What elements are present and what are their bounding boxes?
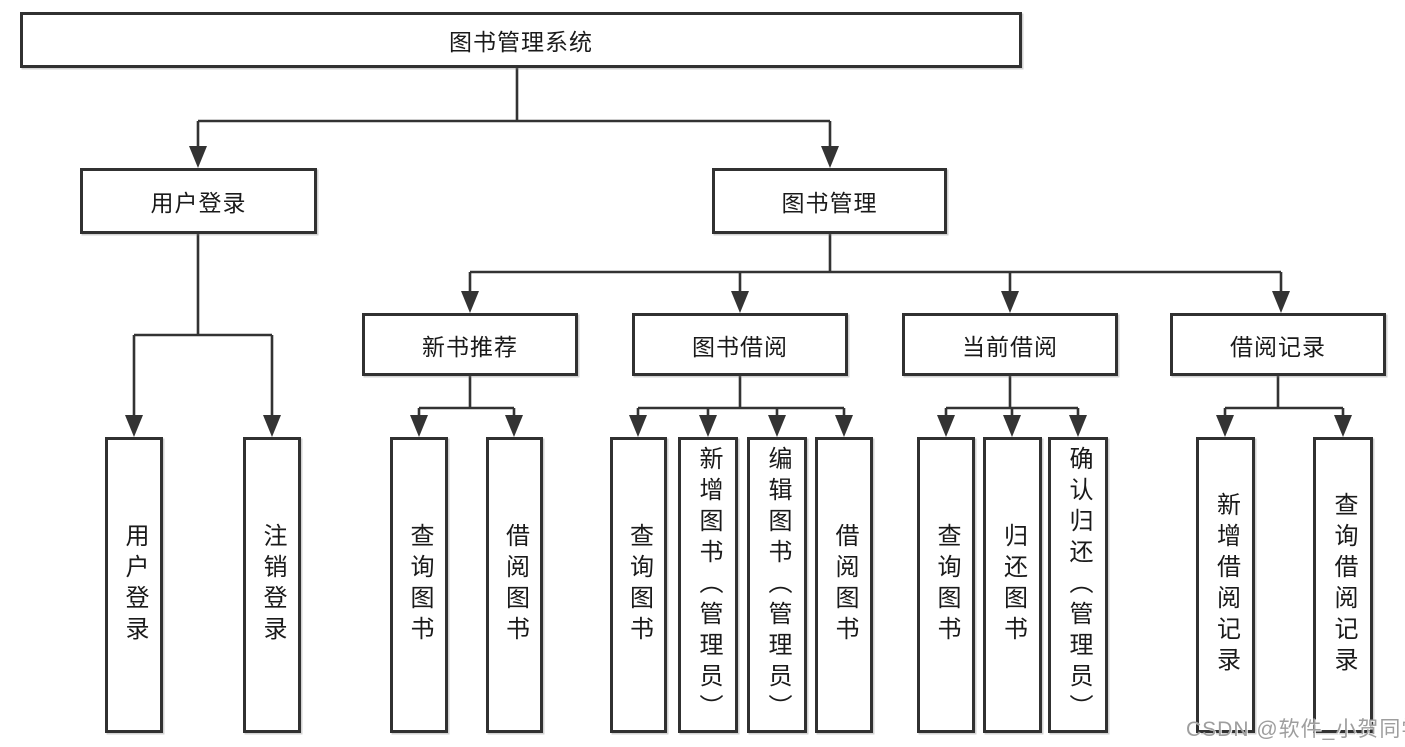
leaf-query-books-current: 查询图书 [917,437,975,733]
leaf-add-books-admin: 新增图书（管理员） [678,437,738,733]
leaf-confirm-return-admin: 确认归还（管理员） [1048,437,1108,733]
leaf-query-books-borrow: 查询图书 [610,437,667,733]
node-root: 图书管理系统 [20,12,1022,68]
node-label: 当前借阅 [962,333,1058,360]
node-label: 图书管理 [781,190,878,216]
node-label: 借阅图书 [501,523,529,647]
node-label: 用户登录 [121,523,148,647]
node-label: 图书借阅 [692,333,788,360]
leaf-add-borrow-record: 新增借阅记录 [1196,437,1255,733]
node-new-book-recommend: 新书推荐 [362,313,578,376]
node-book-management: 图书管理 [712,168,947,234]
leaf-borrow-books: 借阅图书 [815,437,873,733]
node-book-borrow: 图书借阅 [632,313,848,376]
node-label: 编辑图书（管理员） [764,445,791,725]
node-label: 查询图书 [406,523,433,647]
leaf-edit-books-admin: 编辑图书（管理员） [747,437,807,733]
csdn-watermark: CSDN @软件_小贺同学 [1186,718,1405,741]
leaf-return-books: 归还图书 [983,437,1042,733]
node-label: 新增图书（管理员） [695,445,722,725]
node-current-borrow: 当前借阅 [902,313,1118,376]
node-user-login: 用户登录 [80,168,317,234]
node-label: 归还图书 [999,523,1027,647]
node-label: 新增借阅记录 [1212,492,1240,678]
leaf-query-borrow-record: 查询借阅记录 [1313,437,1373,733]
leaf-logout: 注销登录 [243,437,301,733]
node-label: 查询图书 [625,523,653,647]
node-label: 查询借阅记录 [1330,492,1357,678]
node-label: 图书管理系统 [449,29,593,55]
node-label: 确认归还（管理员） [1065,445,1092,725]
node-label: 借阅图书 [831,523,858,647]
node-borrow-records: 借阅记录 [1170,313,1386,376]
node-label: 新书推荐 [422,333,518,360]
arrowhead-icons [125,146,1352,437]
node-label: 借阅记录 [1230,333,1326,360]
leaf-user-login: 用户登录 [105,437,163,733]
node-label: 注销登录 [259,523,286,647]
leaf-query-books-recommend: 查询图书 [390,437,448,733]
leaf-borrow-books-recommend: 借阅图书 [486,437,543,733]
node-label: 用户登录 [150,190,247,216]
node-label: 查询图书 [933,523,960,647]
